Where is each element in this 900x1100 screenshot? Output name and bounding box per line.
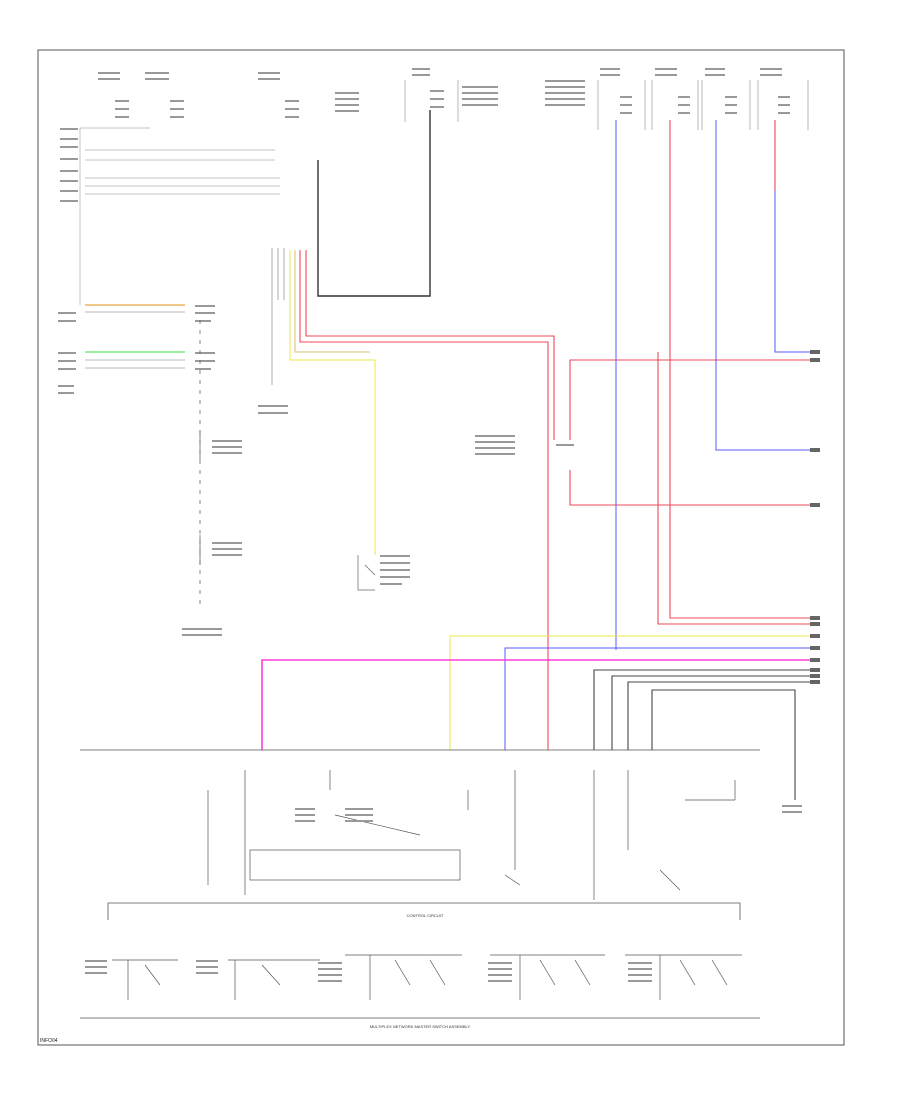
right-connector-ends <box>810 350 820 684</box>
control-circuit-bracket <box>107 902 741 920</box>
top-left-tiny-text <box>60 72 359 202</box>
page-ref: INFO04 <box>40 1038 58 1044</box>
left-connectors <box>85 311 185 369</box>
control-circuit-label: CONTROL CIRCUIT <box>407 913 444 918</box>
junction-labels <box>475 435 574 455</box>
wire-black-top <box>317 110 431 297</box>
left-labels <box>58 305 288 414</box>
wire-tan <box>294 250 370 353</box>
left-switch-labels <box>182 440 242 636</box>
assembly-label: MULTIPLEX NETWORK MASTER SWITCH ASSEMBLY <box>370 1024 471 1029</box>
wire-pink <box>261 659 815 750</box>
wire-blue <box>504 120 815 750</box>
bottom-switches <box>112 954 742 1000</box>
module-labels <box>295 805 802 822</box>
bottom-switch-labels <box>85 960 652 982</box>
wire-yellow <box>289 250 815 750</box>
fuse-brackets <box>404 80 809 130</box>
top-right-tiny-text <box>412 68 790 114</box>
module-internals <box>207 770 736 900</box>
center-switch <box>357 555 376 591</box>
wire-black-lower <box>593 669 815 800</box>
top-left-labels <box>79 127 280 305</box>
connector-top-center <box>271 248 285 385</box>
wire-red <box>299 120 815 750</box>
center-switch-labels <box>380 555 410 585</box>
diagram-frame <box>37 49 845 1046</box>
